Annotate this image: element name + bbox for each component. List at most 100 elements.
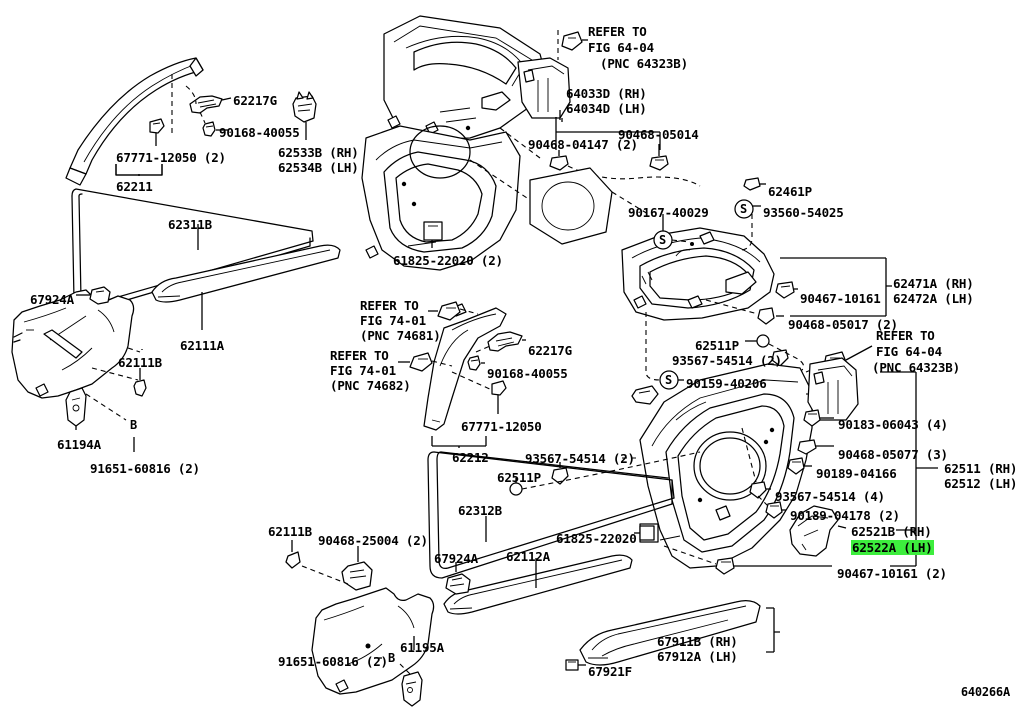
highlighted-part-number[interactable]: 62522A (LH) <box>851 540 934 555</box>
part-number-label[interactable]: REFER TO <box>330 348 389 363</box>
part-number-label[interactable]: 90159-40206 <box>686 376 767 391</box>
part-number-label[interactable]: 67924A <box>434 551 478 566</box>
part-62111a-scuff-plate <box>151 244 341 303</box>
part-number-label[interactable]: FIG 74-01 <box>330 363 396 378</box>
part-number-label[interactable]: 90468-04147 (2) <box>528 137 638 152</box>
part-number-label[interactable]: 67771-12050 <box>461 419 542 434</box>
bracket-62471a <box>780 257 892 317</box>
part-67771-12050-clip <box>149 118 165 146</box>
part-number-label[interactable]: 62217G <box>233 93 277 108</box>
callout-badge-letter: B <box>388 651 396 665</box>
part-number-label[interactable]: 90467-10161 (2) <box>837 566 947 581</box>
part-number-label[interactable]: 62111B <box>118 355 162 370</box>
dash-93567-4 <box>741 427 757 483</box>
part-number-label[interactable]: 90167-40029 <box>628 205 709 220</box>
part-number-label[interactable]: (PNC 74682) <box>330 378 411 393</box>
part-62511p-r-grommet <box>756 334 770 348</box>
part-number-label[interactable]: 90468-05077 (3) <box>838 447 948 462</box>
part-number-label[interactable]: 62111B <box>268 524 312 539</box>
part-90168-40055-mid-screw <box>467 355 481 371</box>
part-number-label[interactable]: (PNC 64323B) <box>600 56 688 71</box>
part-number-label[interactable]: 93567-54514 (2) <box>672 353 782 368</box>
part-number-label[interactable]: FIG 64-04 <box>588 40 654 55</box>
part-number-label[interactable]: 62522A (LH) <box>851 540 934 555</box>
dash-61195a <box>399 663 413 677</box>
part-93567-54514-2m-screw <box>551 462 569 485</box>
part-number-label[interactable]: 62217G <box>528 343 572 358</box>
callout-badge-letter: S <box>659 233 667 247</box>
part-number-label[interactable]: 61194A <box>57 437 101 452</box>
part-90468-05017-clip <box>757 307 775 325</box>
part-number-label[interactable]: 67911B (RH) <box>657 634 738 649</box>
part-61194a-bracket <box>65 387 87 427</box>
part-number-label[interactable]: (PNC 74681) <box>360 328 441 343</box>
part-number-label[interactable]: 62211 <box>116 179 153 194</box>
part-number-label[interactable]: 62111A <box>180 338 224 353</box>
part-number-label[interactable]: 93567-54514 (4) <box>775 489 885 504</box>
part-number-label[interactable]: 67921F <box>588 664 632 679</box>
part-number-label[interactable]: 64034D (LH) <box>566 101 647 116</box>
diagram-id: 640266A <box>960 685 1010 699</box>
part-number-label[interactable]: 61825-22020 <box>556 531 637 546</box>
part-number-label[interactable]: 62312B <box>458 503 502 518</box>
part-62521b-bracket <box>789 505 839 557</box>
part-number-label[interactable]: (PNC 64323B) <box>872 360 960 375</box>
dash-62111b-bot <box>301 565 349 585</box>
part-number-label[interactable]: 62534B (LH) <box>278 160 359 175</box>
part-number-label[interactable]: 62533B (RH) <box>278 145 359 160</box>
part-number-label[interactable]: FIG 74-01 <box>360 313 426 328</box>
part-number-label[interactable]: 61825-22020 (2) <box>393 253 503 268</box>
part-number-label[interactable]: 93567-54514 (2) <box>525 451 635 466</box>
part-number-label[interactable]: 90168-40055 <box>219 125 300 140</box>
part-number-label[interactable]: 62471A (RH) <box>893 276 974 291</box>
dash-93560 <box>741 214 753 251</box>
part-number-label[interactable]: 62511P <box>497 470 541 485</box>
dash-62111b-left <box>91 367 139 381</box>
part-number-label[interactable]: 61195A <box>400 640 444 655</box>
part-number-label[interactable]: 91651-60816 (2) <box>90 461 200 476</box>
part-number-label[interactable]: 67924A <box>30 292 74 307</box>
callout-badge-letter: S <box>665 373 673 387</box>
part-number-label[interactable]: 62511 (RH) <box>944 461 1018 476</box>
part-number-label[interactable]: 93560-54025 <box>763 205 844 220</box>
part-number-label[interactable]: 62521B (RH) <box>851 524 932 539</box>
bracket-62212 <box>431 436 487 448</box>
part-number-label[interactable]: 90189-04178 (2) <box>790 508 900 523</box>
part-number-label[interactable]: 62112A <box>506 549 550 564</box>
part-number-label[interactable]: 62511P <box>695 338 739 353</box>
part-number-label[interactable]: 67771-12050 (2) <box>116 150 226 165</box>
part-number-label[interactable]: 67912A (LH) <box>657 649 738 664</box>
part-number-label[interactable]: 62472A (LH) <box>893 291 974 306</box>
bracket-62511 <box>880 371 938 567</box>
part-90468-05014-clip <box>649 155 669 171</box>
dash-90467-bot <box>663 545 717 565</box>
part-number-label[interactable]: 90168-40055 <box>487 366 568 381</box>
part-67924a-left-clip <box>89 286 111 305</box>
part-62217g-top-bracket <box>189 95 223 114</box>
part-67911b-scuff-plate <box>579 600 761 666</box>
part-number-label[interactable]: 90467-10161 <box>800 291 881 306</box>
part-number-label[interactable]: 90468-05017 (2) <box>788 317 898 332</box>
part-62511-quarter-trim <box>639 363 813 569</box>
part-67924a-bot-clip <box>445 573 471 595</box>
part-62471a-garnish <box>621 227 775 321</box>
part-number-label[interactable]: REFER TO <box>588 24 647 39</box>
part-number-label[interactable]: 90468-05014 <box>618 127 699 142</box>
part-number-label[interactable]: 90189-04166 <box>816 466 897 481</box>
part-number-label[interactable]: 62311B <box>168 217 212 232</box>
part-number-label[interactable]: 91651-60816 (2) <box>278 654 388 669</box>
part-93567-54514-4-screw <box>749 481 767 499</box>
part-number-label[interactable]: 90468-25004 (2) <box>318 533 428 548</box>
part-number-label[interactable]: 62461P <box>768 184 812 199</box>
part-number-label[interactable]: 62512 (LH) <box>944 476 1018 491</box>
part-number-label[interactable]: 62212 <box>452 450 489 465</box>
leader-62217g-top <box>221 97 232 101</box>
part-62217g-mid-bracket <box>487 331 523 352</box>
part-number-label[interactable]: REFER TO <box>360 298 419 313</box>
part-number-label[interactable]: REFER TO <box>876 328 935 343</box>
part-number-label[interactable]: 90183-06043 (4) <box>838 417 948 432</box>
part-number-label[interactable]: 64033D (RH) <box>566 86 647 101</box>
bracket-64033d-group <box>555 117 661 150</box>
part-number-label[interactable]: FIG 64-04 <box>876 344 942 359</box>
